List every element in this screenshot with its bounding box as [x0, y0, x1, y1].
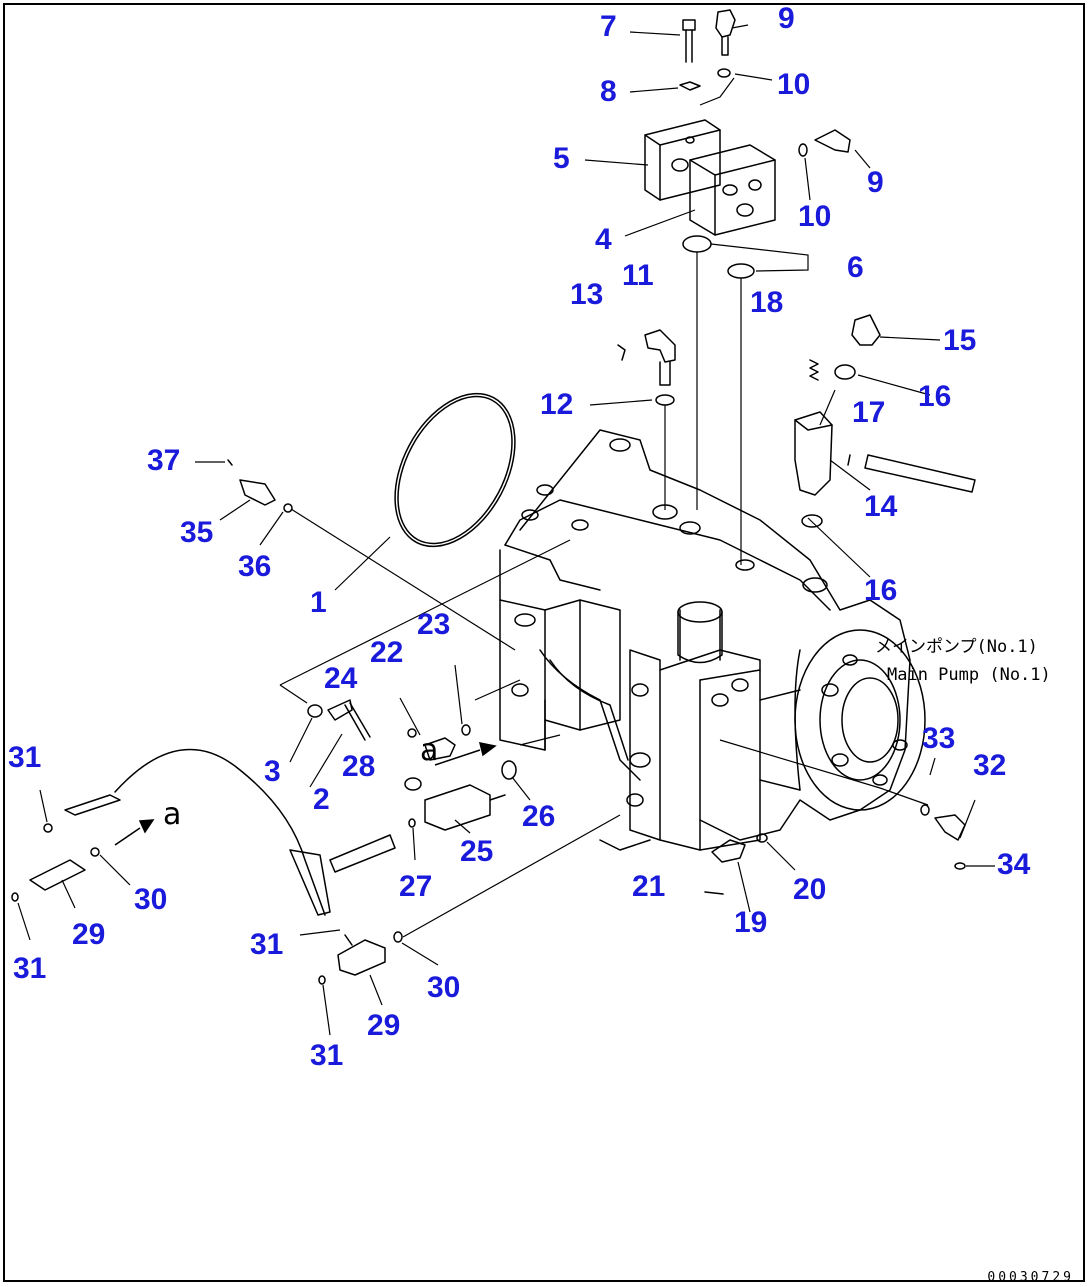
callout-10-right: 10	[798, 200, 832, 233]
callout-15: 15	[943, 324, 977, 357]
callout-37: 37	[147, 444, 181, 477]
callout-30-lower: 30	[427, 971, 461, 1004]
callout-17: 17	[852, 396, 886, 429]
callout-4: 4	[595, 223, 612, 256]
view-letter-a-left: a	[163, 797, 182, 832]
main-pump-label-en: Main Pump (No.1)	[887, 665, 1051, 685]
callout-10-top: 10	[777, 68, 811, 101]
callout-26: 26	[522, 800, 556, 833]
callout-9-top: 9	[778, 2, 795, 35]
callout-13: 13	[570, 278, 604, 311]
callout-2: 2	[313, 783, 330, 816]
callout-31-a: 31	[8, 741, 42, 774]
callout-29-left: 29	[72, 918, 106, 951]
callout-21: 21	[632, 870, 666, 903]
callout-11: 11	[622, 259, 654, 292]
callout-32: 32	[973, 749, 1007, 782]
callout-31-c: 31	[13, 952, 47, 985]
callout-24: 24	[324, 662, 358, 695]
callout-3: 3	[264, 755, 281, 788]
callout-14: 14	[864, 490, 898, 523]
drawing-code: 00030729	[987, 1270, 1074, 1285]
callout-27: 27	[399, 870, 433, 903]
callout-30-left: 30	[134, 883, 168, 916]
callout-1: 1	[310, 586, 327, 619]
callout-31-b: 31	[250, 928, 284, 961]
callout-7: 7	[600, 10, 617, 43]
callout-19: 19	[734, 906, 768, 939]
main-pump-body	[499, 429, 926, 851]
callout-33: 33	[922, 722, 956, 755]
callout-28: 28	[342, 750, 376, 783]
callout-31-d: 31	[310, 1039, 344, 1072]
callout-36: 36	[238, 550, 272, 583]
callout-18: 18	[750, 286, 784, 319]
callout-12: 12	[540, 388, 574, 421]
callout-22: 22	[370, 636, 404, 669]
main-pump-label-jp: メインポンプ(No.1)	[875, 637, 1038, 657]
callout-5: 5	[553, 142, 570, 175]
callout-35: 35	[180, 516, 214, 549]
view-letter-a-center: a	[420, 733, 439, 768]
callout-6: 6	[847, 251, 864, 284]
callout-8: 8	[600, 75, 617, 108]
callout-9-right: 9	[867, 166, 884, 199]
callout-29-lower: 29	[367, 1009, 401, 1042]
callout-25: 25	[460, 835, 494, 868]
o-ring-part-1	[394, 392, 516, 548]
drawing-frame	[3, 3, 1085, 1282]
callout-23: 23	[417, 608, 451, 641]
callout-16-lower: 16	[864, 574, 898, 607]
callout-34: 34	[997, 848, 1031, 881]
callout-16-top: 16	[918, 380, 952, 413]
callout-20: 20	[793, 873, 827, 906]
valve-block-4-5	[644, 119, 776, 236]
